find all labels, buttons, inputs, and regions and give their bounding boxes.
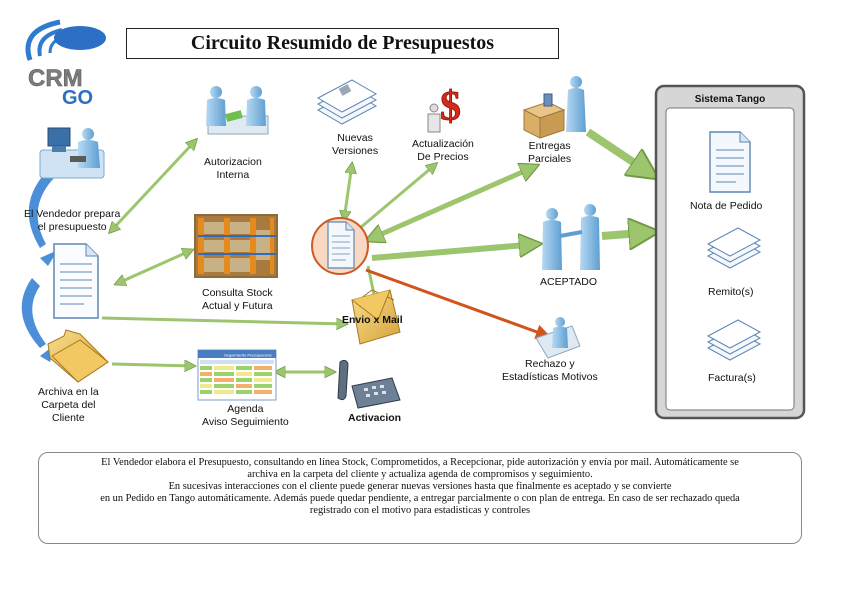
actualizacion-precios-icon: $: [427, 84, 461, 133]
vendedor-icon: [39, 127, 105, 179]
label-autorizacion-line1: Autorizacion: [204, 156, 262, 168]
label-autorizacion: Autorizacion Interna: [204, 156, 262, 182]
svg-text:$: $: [440, 84, 461, 130]
label-agenda: Agenda Aviso Seguimiento: [202, 403, 289, 429]
aceptado-handshake-icon: [542, 204, 600, 270]
logo-crm-text: CRM: [28, 65, 83, 92]
label-nuevas-versiones: Nuevas Versiones: [332, 132, 378, 158]
label-autorizacion-line2: Interna: [216, 169, 250, 181]
agenda-window-title: Seguimiento Presupuestos: [224, 353, 272, 358]
label-remito: Remito(s): [708, 286, 754, 298]
label-entregas: Entregas Parciales: [528, 140, 571, 166]
label-consulta-line1: Consulta Stock: [202, 287, 273, 299]
nuevas-versiones-icon: [316, 79, 378, 125]
entregas-parciales-icon: [522, 76, 586, 139]
label-archiva-line3: Cliente: [52, 412, 85, 424]
factura-icon: [706, 319, 762, 361]
label-nota-pedido: Nota de Pedido: [690, 200, 763, 212]
telephone-icon: [337, 359, 401, 409]
envio-mail-icon: [351, 289, 401, 345]
label-factura: Factura(s): [708, 372, 756, 384]
label-rechazo-line1: Rechazo y: [525, 358, 575, 370]
label-vendedor-line1: El Vendedor prepara: [24, 208, 121, 220]
label-rechazo-line2: Estadísticas Motivos: [502, 371, 598, 383]
rechazo-icon: [535, 317, 581, 359]
agenda-window-icon: Seguimiento Presupuestos: [197, 349, 277, 401]
crm-go-logo: CRM GO: [25, 19, 106, 109]
label-rechazo: Rechazo y Estadísticas Motivos: [502, 358, 598, 384]
label-agenda-line1: Agenda: [227, 403, 264, 415]
label-archiva: Archiva en la Carpeta del Cliente: [38, 386, 99, 425]
label-consulta-stock: Consulta Stock Actual y Futura: [202, 287, 273, 313]
label-nuevas-line2: Versiones: [332, 145, 379, 157]
label-envio-mail: Envio x Mail: [342, 314, 403, 326]
nota-pedido-icon: [709, 131, 751, 193]
cliente-folder-icon: [47, 329, 109, 383]
label-entregas-line1: Entregas: [528, 140, 571, 152]
logo-go-text: GO: [62, 87, 93, 109]
label-entregas-line2: Parciales: [528, 153, 572, 165]
description-line-3: En sucesivas interacciones con el client…: [168, 481, 672, 492]
label-actualizacion-line1: Actualización: [412, 138, 474, 150]
label-aceptado: ACEPTADO: [540, 276, 597, 288]
sistema-tango-title: Sistema Tango: [694, 94, 766, 105]
label-archiva-line1: Archiva en la: [38, 386, 99, 398]
presupuesto-central-icon: [311, 217, 369, 275]
autorizacion-interna-icon: [206, 86, 269, 135]
connector-arrows: [101, 128, 654, 372]
label-actualizacion-line2: De Precios: [417, 151, 469, 163]
flow-arrows-left: [21, 170, 58, 362]
label-consulta-line2: Actual y Futura: [202, 300, 273, 312]
description-line-4: en un Pedido en Tango automáticamente. A…: [100, 493, 740, 504]
remito-icon: [706, 227, 762, 269]
description-line-2: archiva en la carpeta del cliente y actu…: [247, 469, 593, 480]
description-box: El Vendedor elabora el Presupuesto, cons…: [38, 452, 802, 544]
label-vendedor-line2: el presupuesto: [37, 221, 107, 233]
label-agenda-line2: Aviso Seguimiento: [202, 416, 289, 428]
warehouse-stock-icon: [194, 214, 278, 278]
label-vendedor: El Vendedor prepara el presupuesto: [24, 208, 120, 234]
label-archiva-line2: Carpeta del: [41, 399, 96, 411]
label-activacion: Activacion: [348, 412, 402, 424]
description-line-5: registrado con el motivo para estadistic…: [309, 505, 531, 516]
diagram-title-box: Circuito Resumido de Presupuestos: [126, 28, 559, 59]
label-actualizacion: Actualización De Precios: [412, 138, 474, 164]
diagram-title: Circuito Resumido de Presupuestos: [190, 32, 495, 54]
description-line-1: El Vendedor elabora el Presupuesto, cons…: [101, 457, 739, 468]
presupuesto-document-icon: [53, 243, 99, 319]
label-nuevas-line1: Nuevas: [337, 132, 373, 144]
